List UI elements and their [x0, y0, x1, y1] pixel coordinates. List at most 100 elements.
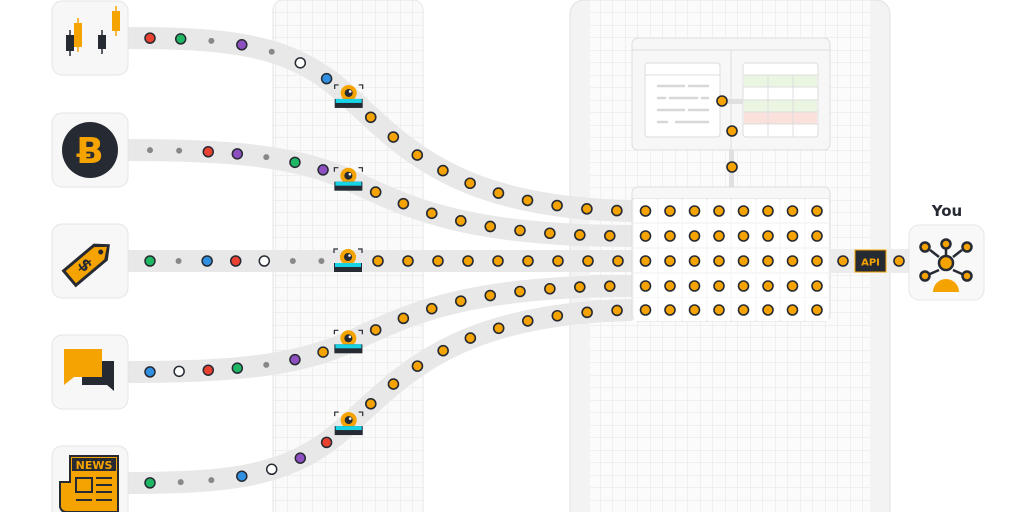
source-chat[interactable] [51, 334, 129, 410]
source-price-tag[interactable]: $ [51, 223, 129, 299]
data-packet [144, 366, 156, 378]
stored-packet [664, 304, 676, 316]
network-user-icon [919, 238, 973, 292]
data-packet [317, 164, 329, 176]
flow-packet [893, 255, 905, 267]
processed-packet [551, 309, 564, 322]
data-packet [144, 255, 156, 267]
processed-packet [437, 164, 449, 177]
stored-packet [786, 230, 799, 242]
source-bitcoin[interactable]: Ƀ [51, 112, 129, 188]
api-badge[interactable]: API [854, 249, 887, 273]
stored-packet [786, 205, 799, 217]
processed-packet [372, 255, 384, 267]
document-icon [644, 62, 721, 138]
scanner-camera-icon [334, 411, 364, 436]
data-packet [236, 470, 248, 482]
chat-icon [64, 349, 114, 391]
news-label: NEWS [76, 459, 113, 472]
processed-packet [574, 229, 586, 241]
processed-packet [425, 207, 438, 220]
data-packet [144, 477, 156, 489]
stored-packet [688, 205, 701, 217]
processed-packet [432, 255, 444, 267]
processed-packet [484, 220, 497, 233]
stored-packet [762, 304, 774, 316]
news-icon: NEWS [59, 455, 119, 512]
processed-packet [369, 324, 382, 336]
user-node[interactable] [908, 224, 985, 301]
stored-packet [664, 230, 676, 242]
data-packet [236, 39, 248, 51]
bitcoin-icon: Ƀ [62, 122, 118, 178]
processed-packet [581, 306, 593, 319]
source-candlestick-chart[interactable] [51, 0, 129, 76]
processed-packet [365, 397, 377, 410]
processed-packet [369, 186, 382, 198]
data-packet [289, 156, 301, 169]
processed-packet [387, 131, 400, 143]
stored-packet [713, 304, 725, 316]
processed-packet [492, 255, 504, 267]
data-packet [208, 37, 215, 44]
data-packet [318, 258, 325, 264]
stored-packet [737, 280, 750, 292]
data-packet [294, 452, 307, 464]
data-packet [175, 258, 182, 264]
data-packet [173, 365, 185, 378]
processed-packet [603, 280, 616, 292]
stored-packet [639, 230, 652, 242]
stored-packet [786, 280, 799, 292]
processed-packet [611, 304, 623, 317]
data-packet [202, 146, 215, 158]
scanner-camera-icon [333, 248, 363, 272]
processed-packet [454, 215, 467, 227]
svg-text:Ƀ: Ƀ [76, 131, 103, 172]
processed-packet [603, 230, 616, 242]
processed-packet [544, 282, 556, 295]
scanner-camera-icon [333, 167, 363, 191]
data-packet [263, 361, 270, 368]
data-packet [229, 255, 242, 267]
report-panel [631, 37, 831, 187]
stored-packet [664, 255, 676, 267]
data-packet [289, 353, 301, 366]
processed-packet [454, 295, 467, 307]
processed-packet [402, 255, 414, 267]
stored-packet [762, 255, 774, 267]
data-packet [177, 479, 184, 486]
stored-packet [762, 230, 774, 242]
processed-packet [411, 149, 424, 161]
spreadsheet-icon [742, 62, 819, 138]
data-packet [289, 258, 296, 264]
stored-packet [639, 205, 652, 217]
data-packet [202, 364, 215, 376]
data-packet [176, 147, 183, 154]
stored-packet [811, 255, 823, 267]
data-packet [320, 72, 333, 85]
stored-packet [811, 280, 823, 292]
stored-packet [811, 304, 823, 316]
processed-packet [464, 332, 477, 344]
price-tag-icon: $ [61, 243, 110, 288]
processed-packet [521, 194, 534, 207]
processed-packet [397, 197, 410, 210]
data-packet [231, 148, 244, 160]
data-table [631, 186, 831, 322]
processed-packet [437, 344, 449, 357]
data-packet [258, 255, 271, 267]
stored-packet [713, 280, 725, 292]
stored-packet [762, 280, 774, 292]
stored-packet [737, 304, 750, 316]
data-packet [208, 477, 215, 484]
data-packet [144, 32, 156, 44]
processed-packet [514, 285, 526, 298]
stored-packet [713, 255, 725, 267]
source-news[interactable]: NEWS [51, 445, 129, 512]
scanner-camera-icon [334, 84, 364, 108]
processed-packet [397, 312, 410, 325]
stored-packet [688, 255, 701, 267]
processed-packet [581, 203, 593, 215]
flow-packet [716, 95, 728, 107]
stored-packet [713, 230, 725, 242]
